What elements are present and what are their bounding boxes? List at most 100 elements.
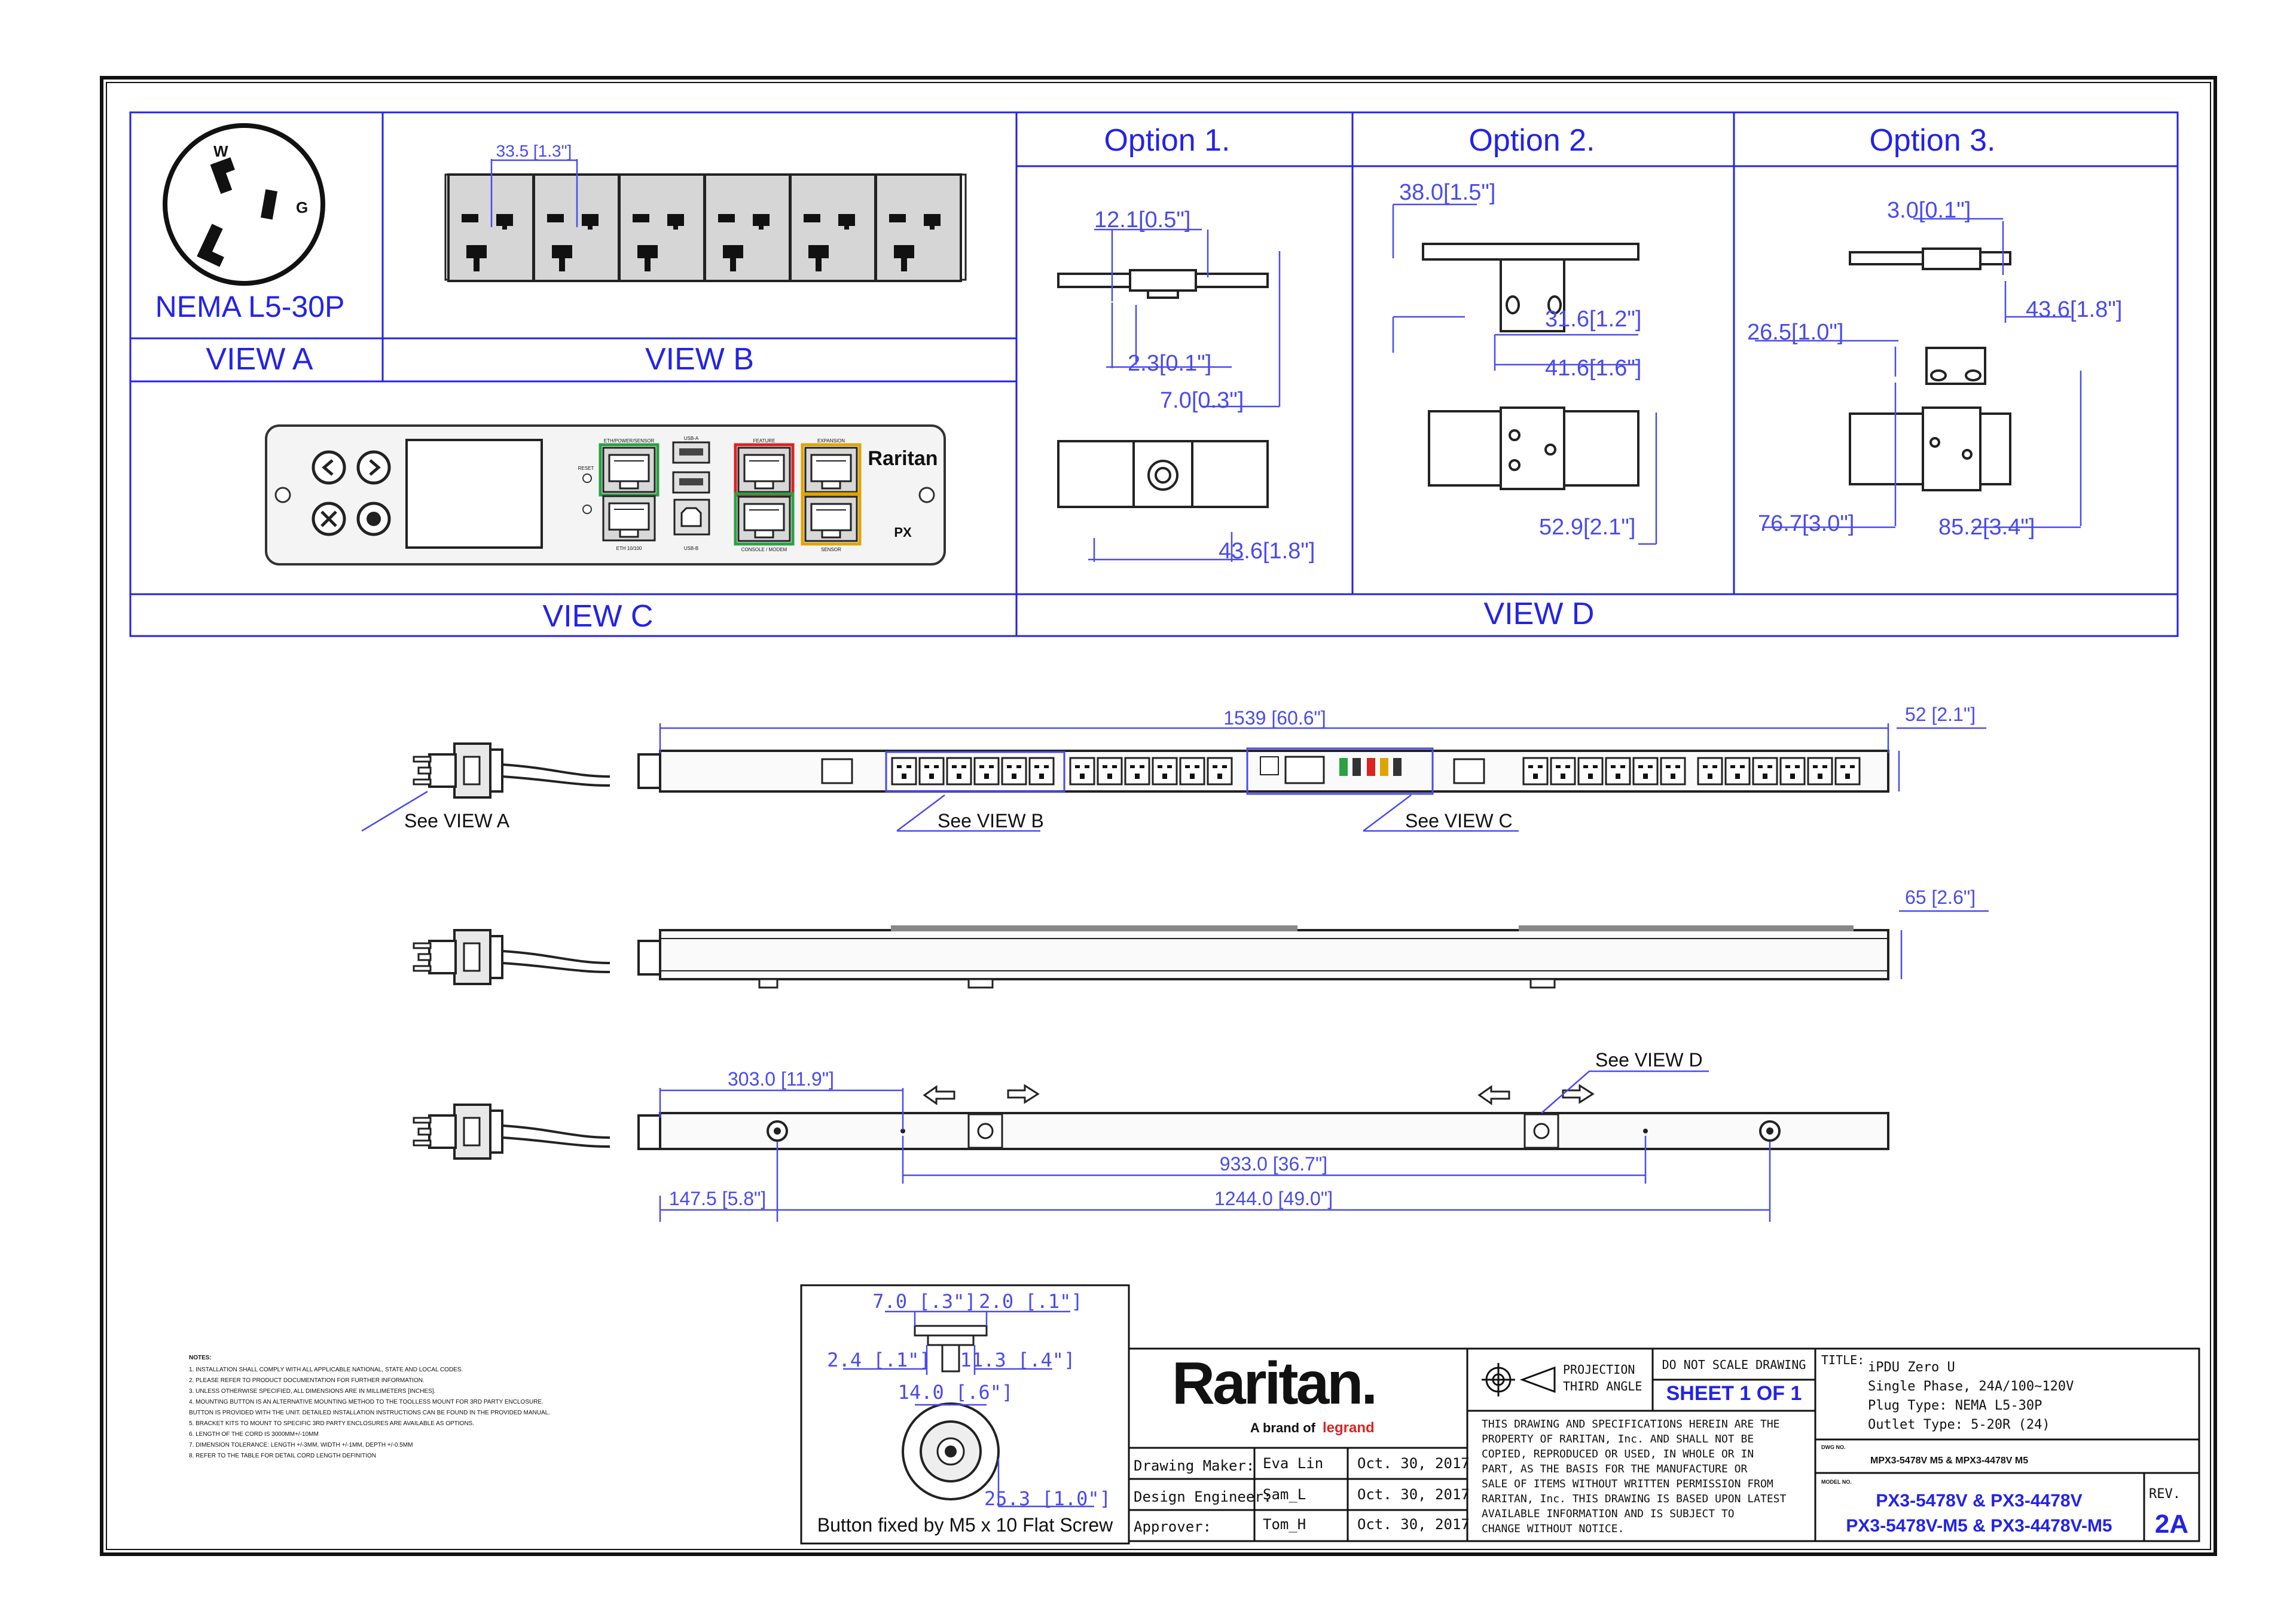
view-c-label: VIEW C <box>543 599 654 634</box>
button-caption: Button fixed by M5 x 10 Flat Screw <box>817 1514 1113 1536</box>
front-outlet <box>1834 757 1861 785</box>
outer-border <box>100 76 2217 1556</box>
option-2-bracket <box>1422 243 1639 490</box>
option-1-dim-c: 7.0[0.3"] <box>1160 388 1244 413</box>
overall-width-dim: 52 [2.1"] <box>1905 704 1976 725</box>
drawing-maker-date: Oct. 30, 2017 <box>1357 1455 1470 1472</box>
option-2-dim-c: 41.6[1.6"] <box>1545 356 1641 381</box>
mount-bracket-1 <box>967 1113 1003 1149</box>
disclaimer-line: AVAILABLE INFORMATION AND IS SUBJECT TO <box>1482 1508 1735 1520</box>
overall-length-dim: 1539 [60.6"] <box>1223 707 1326 729</box>
front-outlet <box>1605 757 1631 785</box>
front-outlet <box>1697 757 1723 785</box>
view-b-pitch-dim <box>490 159 578 227</box>
disclaimer-line: COPIED, REPRODUCED OR USED, IN WHOLE OR … <box>1482 1448 1754 1460</box>
nav-right-button[interactable] <box>356 450 391 485</box>
panel-model-badge: PX <box>894 525 912 540</box>
front-outlet <box>1179 757 1205 785</box>
front-outlet <box>1207 757 1233 785</box>
nav-left-button[interactable] <box>312 450 346 485</box>
see-view-c-callout: See VIEW C <box>1405 810 1513 832</box>
drawing-maker-label: Drawing Maker: <box>1134 1457 1254 1474</box>
reset-button[interactable] <box>582 473 592 483</box>
option-1-title: Option 1. <box>1104 123 1230 158</box>
outlet-5 <box>789 173 877 282</box>
front-view-dims <box>361 723 1986 832</box>
brand-legrand: legrand <box>1323 1420 1375 1436</box>
note-line: 7. DIMENSION TOLERANCE: LENGTH +/-3MM, W… <box>189 1442 413 1448</box>
port-label-console-modem: CONSOLE / MODEM <box>741 547 787 552</box>
option-1-dim-b: 2.3[0.1"] <box>1128 351 1211 376</box>
view-a-label: VIEW A <box>206 342 313 377</box>
note-line: 5. BRACKET KITS TO MOUNT TO SPECIFIC 3RD… <box>189 1420 474 1427</box>
outlet-6 <box>875 173 962 282</box>
design-engineer-date: Oct. 30, 2017 <box>1357 1486 1470 1503</box>
outlet-4 <box>704 173 791 282</box>
pdu-side-view <box>413 925 1889 989</box>
port-label-eth: ETH 10/100 <box>616 546 642 551</box>
dwg-no: MPX3-5478V M5 & MPX3-4478V M5 <box>1870 1456 2028 1466</box>
company-logo: Raritan. <box>1172 1350 1375 1417</box>
button-detail-dims <box>843 1310 1094 1508</box>
disclaimer-line: PROPERTY OF RARITAN, Inc. AND SHALL NOT … <box>1482 1433 1754 1445</box>
front-outlet <box>1807 757 1833 785</box>
port-label-expansion: EXPANSION <box>817 438 845 444</box>
title-line: Outlet Type: 5-20R (24) <box>1868 1417 2050 1432</box>
option-2-dim-lines <box>1392 203 1657 545</box>
lcd-display <box>405 439 543 549</box>
expansion-port[interactable] <box>804 447 858 493</box>
title-label: TITLE: <box>1821 1353 1864 1367</box>
option-2-dim-d: 52.9[2.1"] <box>1539 515 1635 540</box>
front-outlet <box>1724 757 1751 785</box>
note-line: 6. LENGTH OF THE CORD IS 3000MM+/-10MM <box>189 1431 319 1438</box>
option-2-dim-b: 31.6[1.2"] <box>1545 307 1641 332</box>
view-b-label: VIEW B <box>645 342 754 377</box>
option-3-bracket <box>1849 247 2011 491</box>
notes-list: 1. INSTALLATION SHALL COMPLY WITH ALL AP… <box>189 1367 550 1459</box>
approver-date: Oct. 30, 2017 <box>1357 1516 1470 1533</box>
front-outlet <box>1124 757 1150 785</box>
option-3-dim-d: 76.7[3.0"] <box>1758 511 1854 536</box>
dim-303: 303.0 [11.9"] <box>728 1068 834 1090</box>
button-dim-b: 2.0 [.1"] <box>979 1290 1082 1313</box>
front-outlet <box>1660 757 1686 785</box>
dim-1244: 1244.0 [49.0"] <box>1214 1188 1333 1209</box>
option-3-dim-lines <box>1755 218 2082 528</box>
side-view-dims <box>1899 910 1989 979</box>
front-outlet <box>1577 757 1604 785</box>
eth-port[interactable] <box>602 495 656 542</box>
port-label-eth-power-sensor: ETH/POWER/SENSOR <box>604 438 655 444</box>
model-no-line-1: PX3-5478V & PX3-4478V <box>1876 1491 2082 1511</box>
port-label-sensor: SENSOR <box>821 547 841 552</box>
pdu-rear-view <box>413 1084 1889 1160</box>
console-modem-port[interactable] <box>737 496 791 542</box>
disclaimer-line: THIS DRAWING AND SPECIFICATIONS HEREIN A… <box>1482 1418 1780 1431</box>
sensor-port[interactable] <box>804 496 858 542</box>
front-outlet <box>1522 757 1549 785</box>
option-3-dim-a: 3.0[0.1"] <box>1887 198 1971 223</box>
see-view-d-callout: See VIEW D <box>1595 1049 1703 1071</box>
view-a-plug-face: W G <box>163 123 325 286</box>
pin-g-label: G <box>296 198 308 216</box>
front-outlet <box>1097 757 1123 785</box>
option-2-dim-a: 38.0[1.5"] <box>1399 180 1495 205</box>
title-line: Single Phase, 24A/100~120V <box>1868 1379 2074 1394</box>
option-1-bracket <box>1057 269 1269 508</box>
disclaimer-line: CHANGE WITHOUT NOTICE. <box>1482 1523 1624 1535</box>
approver-name: Tom_H <box>1263 1516 1306 1533</box>
port-label-feature: FEATURE <box>753 438 775 444</box>
option-1-dim-d: 43.6[1.8"] <box>1219 539 1315 564</box>
brand-tagline: A brand of <box>1250 1420 1316 1435</box>
button-detail-box <box>800 1284 1130 1545</box>
plug-name: NEMA L5-30P <box>155 290 345 323</box>
projection-angle: THIRD ANGLE <box>1563 1379 1642 1393</box>
design-engineer-name: Sam_L <box>1263 1486 1306 1503</box>
front-outlet <box>1028 757 1055 785</box>
eth-power-sensor-port[interactable] <box>602 447 656 493</box>
note-line: 8. REFER TO THE TABLE FOR DETAIL CORD LE… <box>189 1453 376 1459</box>
views-table-grid <box>129 111 2179 637</box>
revision-label: REV. <box>2149 1487 2181 1502</box>
option-2-title: Option 2. <box>1468 123 1595 158</box>
feature-port[interactable] <box>737 447 791 493</box>
